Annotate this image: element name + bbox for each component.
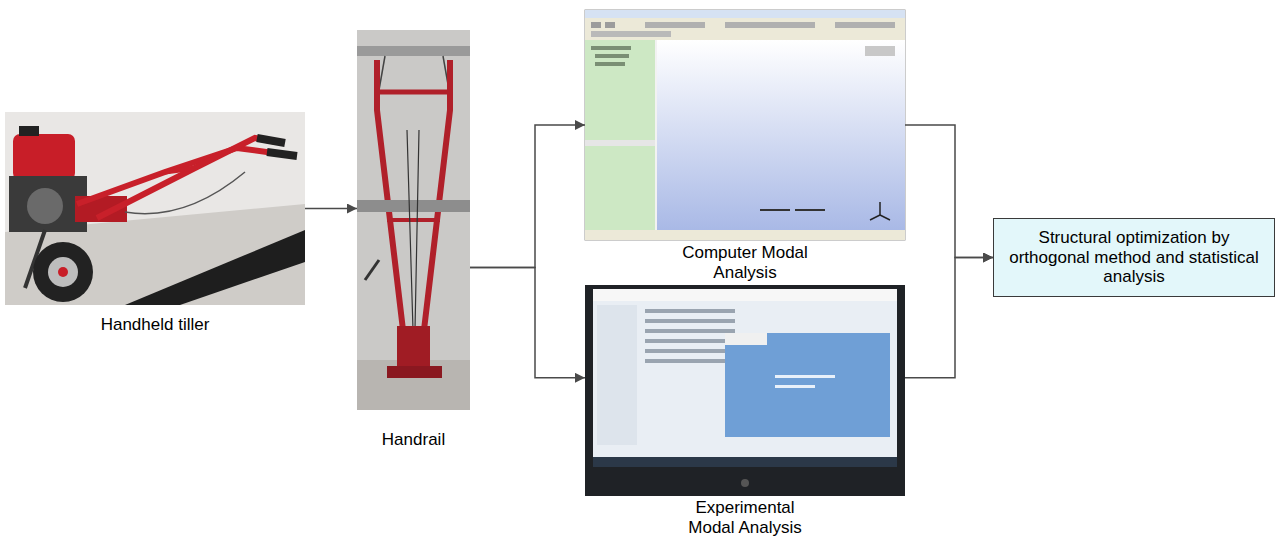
handrail-photo-part (387, 366, 442, 378)
software-screenshot-part (585, 10, 905, 240)
handrail-photo-part (377, 60, 403, 330)
software-screenshot-part (879, 202, 881, 215)
software-screenshot-part (835, 22, 895, 28)
flow-arrow (305, 208, 357, 210)
tiller-photo-part (19, 126, 39, 136)
monitor-photo-part (645, 309, 735, 313)
monitor-photo-part (645, 359, 735, 363)
handrail-photo-part (357, 46, 470, 56)
figure-caption: Handheld tiller (45, 315, 265, 335)
software-screenshot-part (591, 22, 601, 28)
handrail-photo-part (407, 130, 419, 330)
tiller-photo-part (125, 230, 305, 305)
process-text: Structural optimization by orthogonal me… (994, 220, 1274, 295)
figure-caption: Computer Modal Analysis (670, 243, 820, 282)
monitor-photo-part (645, 349, 735, 353)
flow-arrow (905, 258, 993, 378)
monitor-photo-part (775, 375, 835, 378)
handrail-photo-part (357, 360, 470, 410)
handrail-photo-part (377, 90, 450, 95)
software-screenshot-part (760, 209, 790, 211)
flow-arrow (470, 125, 585, 268)
software-screenshot-part (725, 22, 815, 28)
tiller-photo-part (5, 112, 305, 305)
tiller-photo-part (257, 138, 285, 143)
monitor-photo-part (645, 339, 735, 343)
software-screenshot-part (585, 18, 905, 40)
monitor-photo-part (741, 479, 749, 487)
software-screenshot (585, 10, 905, 240)
tiller-photo-part (48, 257, 78, 287)
software-screenshot-part (795, 209, 825, 211)
monitor-photo-part (725, 333, 890, 437)
handrail-photo-part (357, 200, 470, 212)
tiller-photo-part (58, 267, 68, 277)
monitor-photo (585, 285, 905, 496)
flow-arrow (470, 268, 585, 378)
tiller-photo-part (125, 172, 245, 214)
software-screenshot-part (880, 215, 890, 220)
computer-analysis-node: Computer Modal Analysis (585, 10, 905, 240)
software-screenshot-part (870, 215, 880, 220)
experimental-analysis-node: Experimental Modal Analysis (585, 285, 905, 496)
monitor-photo-part (597, 305, 637, 445)
figure-caption: Experimental Modal Analysis (675, 498, 815, 537)
tiller-photo-part (165, 168, 195, 172)
monitor-photo-part (593, 289, 897, 457)
flow-arrow (905, 125, 993, 258)
monitor-photo-part (775, 385, 815, 388)
monitor-photo-part (645, 329, 735, 333)
handrail-photo-part (424, 60, 450, 330)
software-screenshot-part (595, 62, 625, 66)
software-screenshot-part (585, 140, 655, 146)
software-screenshot-part (595, 54, 629, 58)
tiller-node: Handheld tiller (5, 112, 305, 305)
software-screenshot-part (865, 46, 895, 56)
handrail-photo-part (357, 30, 470, 410)
tiller-photo-part (97, 138, 277, 218)
monitor-photo-part (645, 319, 735, 323)
process-box: Structural optimization by orthogonal me… (993, 218, 1275, 297)
handrail-node: Handrail (357, 30, 470, 410)
figure-caption: Handrail (334, 430, 494, 450)
handrail-photo (357, 30, 470, 410)
software-screenshot-part (585, 10, 905, 18)
tiller-photo (5, 112, 305, 305)
monitor-photo-part (593, 457, 897, 467)
software-screenshot-part (605, 22, 615, 28)
monitor-photo-part (725, 333, 767, 345)
handrail-photo-part (387, 218, 440, 222)
software-screenshot-part (645, 22, 705, 28)
monitor-photo-part (593, 289, 897, 301)
monitor-photo-part (585, 285, 905, 496)
handrail-photo-part (397, 326, 430, 368)
software-screenshot-part (585, 40, 655, 230)
tiller-photo-part (13, 134, 75, 180)
tiller-photo-part (33, 242, 93, 302)
tiller-photo-part (267, 152, 297, 156)
software-screenshot-part (585, 230, 905, 240)
software-screenshot-part (657, 40, 905, 230)
software-screenshot-part (591, 31, 671, 37)
handrail-photo-part (365, 260, 379, 280)
tiller-photo-part (27, 188, 63, 224)
software-screenshot-part (591, 46, 631, 50)
